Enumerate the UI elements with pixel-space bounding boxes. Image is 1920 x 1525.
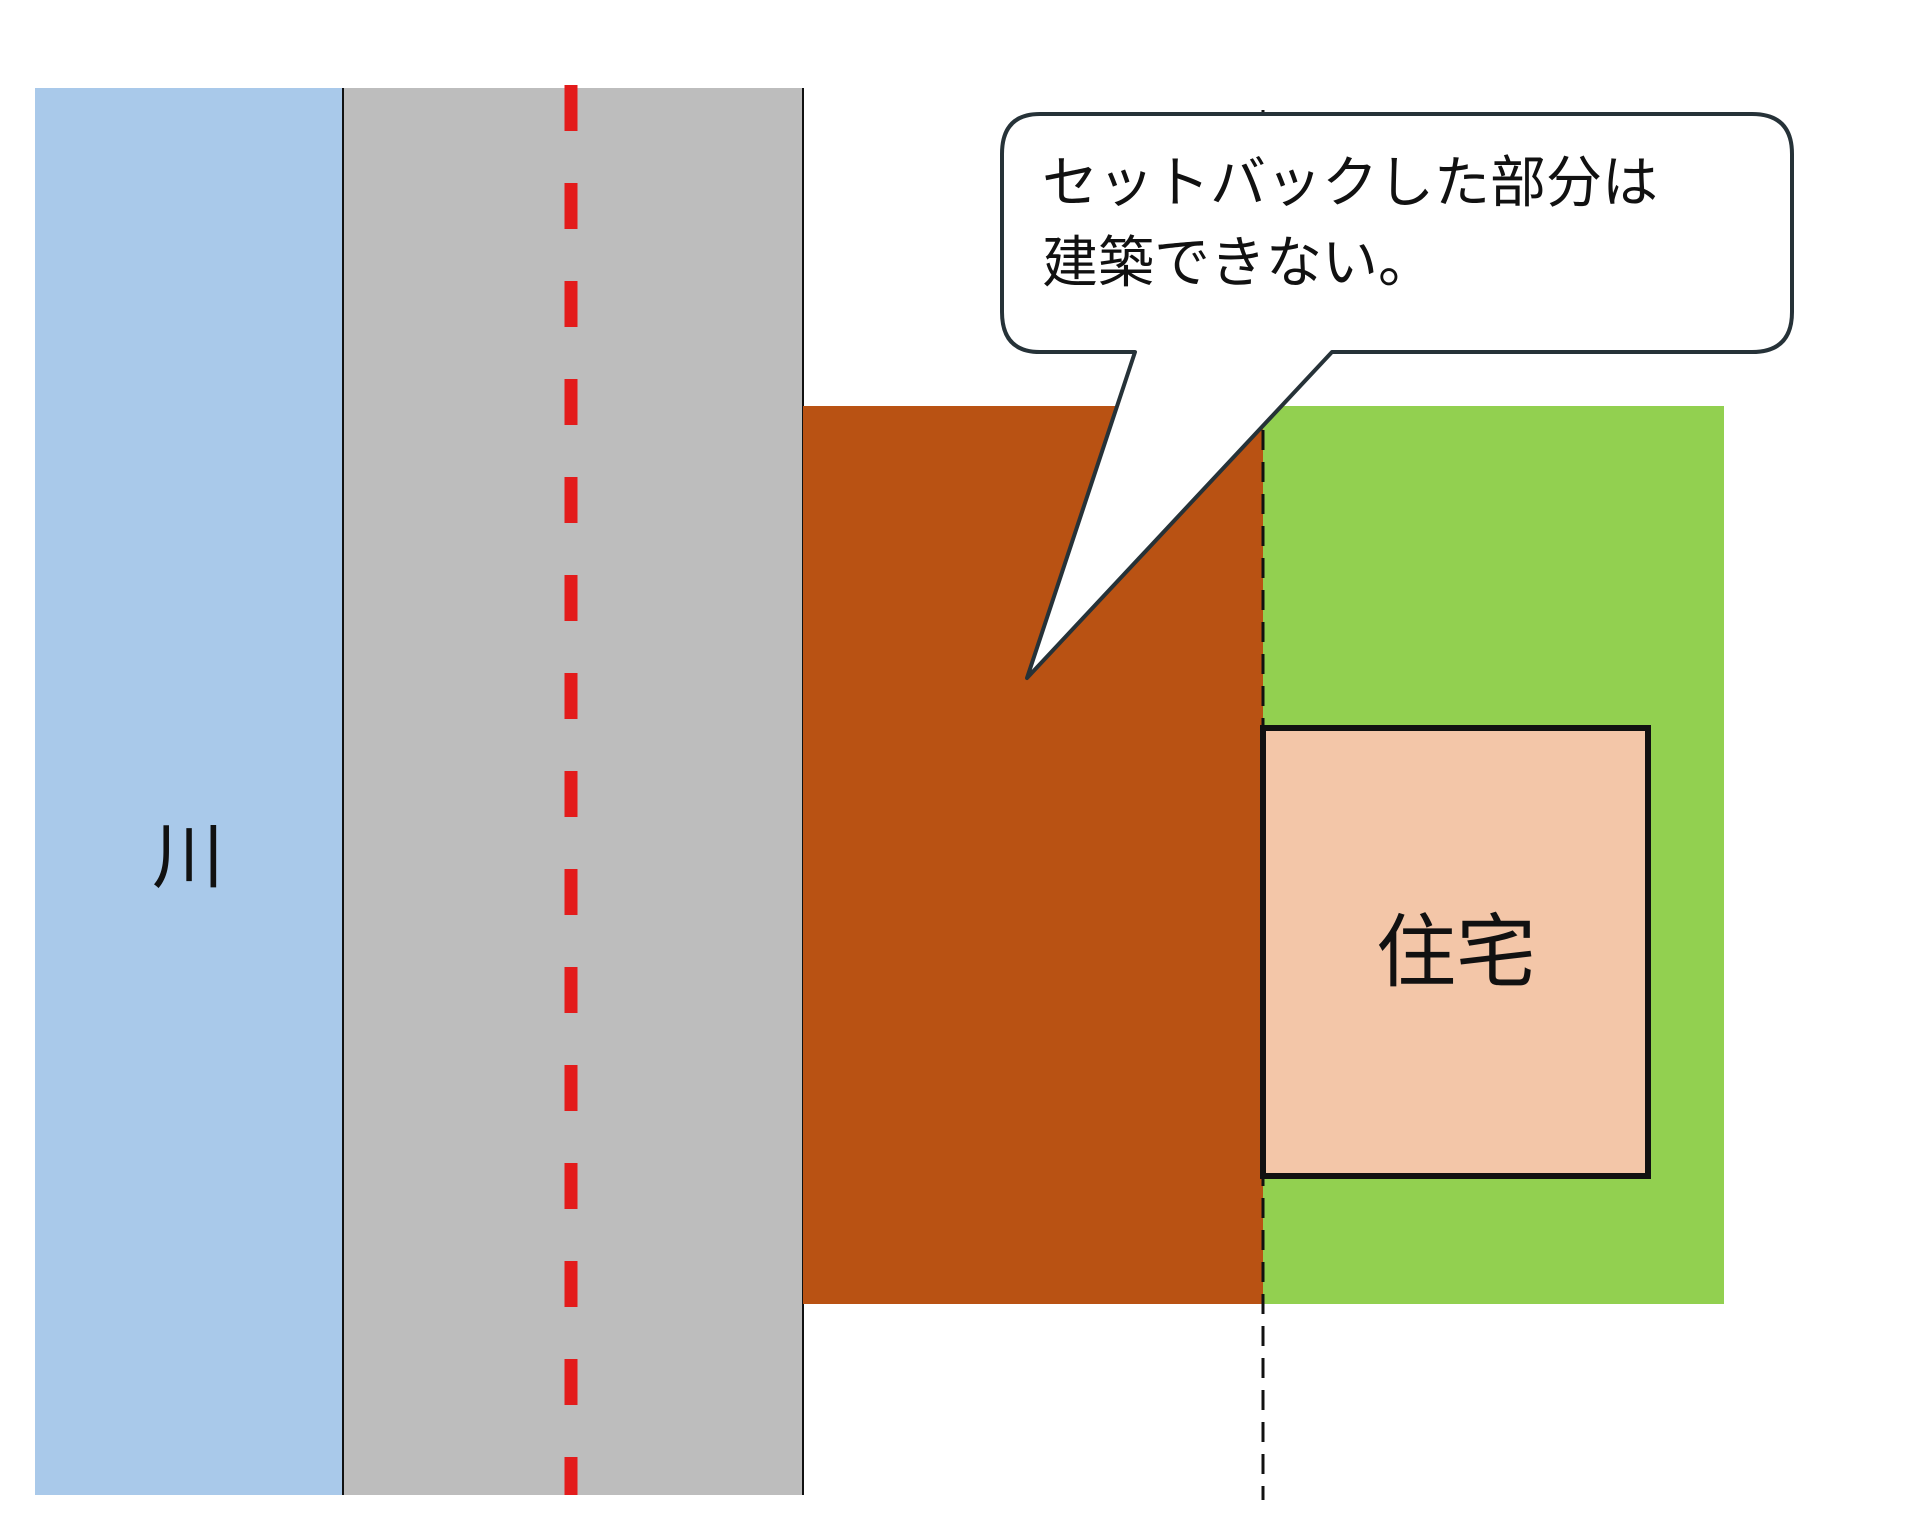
- setback-area: [803, 406, 1263, 1304]
- house-label: 住宅: [1376, 906, 1536, 999]
- river-area: [35, 88, 343, 1495]
- river-label: 川: [152, 815, 224, 899]
- callout-text-line-2: 建築できない。: [1042, 231, 1434, 296]
- callout-bubble: [1000, 112, 1794, 680]
- callout-text-line-1: セットバックした部分は: [1042, 151, 1658, 216]
- house: [1260, 725, 1651, 1179]
